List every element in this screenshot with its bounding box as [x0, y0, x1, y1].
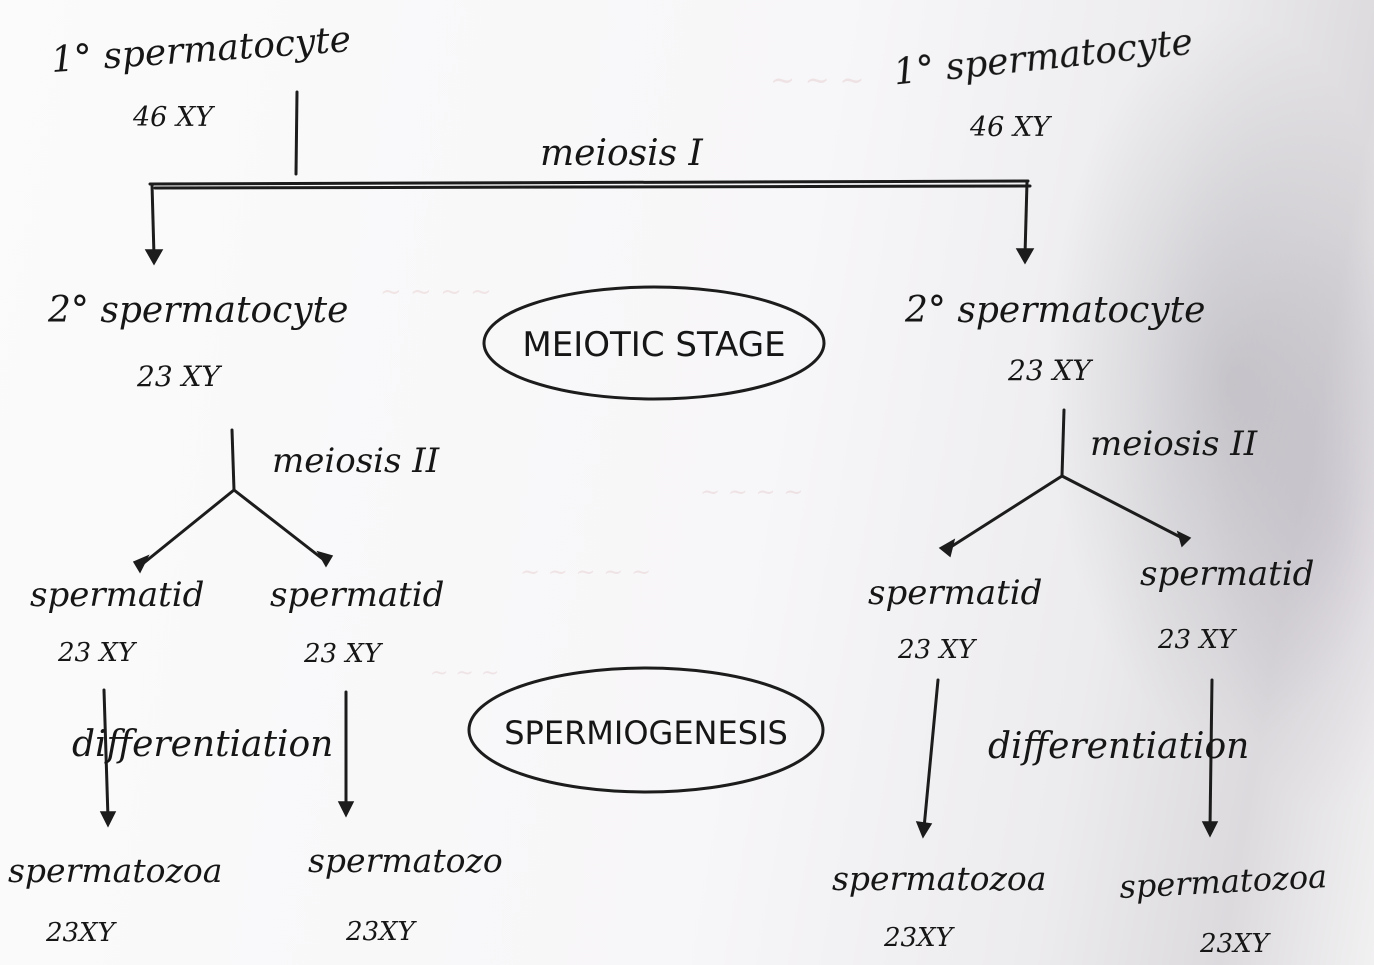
secondary-spermatocyte-right-title: 2° spermatocyte — [904, 290, 1205, 331]
spermatid-1-count: 23 XY — [57, 638, 138, 668]
spermatozoa-3-title: spermatozoa — [832, 859, 1046, 898]
svg-text:~ ~ ~: ~ ~ ~ — [770, 63, 864, 98]
branch-left-a — [138, 488, 236, 568]
meiosis-two-left-label: meiosis II — [272, 441, 440, 481]
spermatozoa-3-count: 23XY — [883, 923, 956, 953]
spermatid-1-title: spermatid — [30, 575, 204, 615]
spermiogenesis-oval — [467, 666, 825, 794]
spermatid-2-count: 23 XY — [303, 639, 384, 669]
spermatozoa-4-title: spermatozoa — [1118, 857, 1328, 906]
primary-spermatocyte-right-count: 46 XY — [969, 112, 1052, 143]
diff-stem-1 — [102, 688, 110, 820]
spermatozoa-2-title: spermatozo — [308, 841, 503, 880]
meiotic-stage-oval — [482, 285, 826, 401]
svg-text:~ ~ ~ ~ ~: ~ ~ ~ ~ ~ — [520, 558, 651, 586]
bleed-through-texture: ~ ~ ~ ~ ~ ~ ~ ~ ~ ~ ~ ~ ~ ~ ~ ~ ~ ~ ~ — [380, 63, 864, 686]
differentiation-left-label: differentiation — [72, 724, 333, 765]
primary-spermatocyte-left-title: 1° spermatocyte — [50, 19, 353, 81]
meiosis-two-right-label: meiosis II — [1090, 424, 1258, 464]
primary-spermatocyte-right-title: 1° spermatocyte — [892, 22, 1195, 94]
spermiogenesis-label: SPERMIOGENESIS — [504, 714, 788, 752]
arrowhead-down-icon — [337, 801, 355, 818]
arrowhead-down-icon — [99, 811, 117, 828]
diff-stem-4 — [1208, 678, 1214, 830]
meiotic-stage-callout: MEIOTIC STAGE — [482, 285, 826, 401]
meiosis-one-label: meiosis I — [540, 133, 704, 174]
arrowhead-down-icon — [144, 249, 164, 266]
primary-spermatocyte-left-count: 46 XY — [132, 102, 215, 133]
svg-text:~ ~ ~: ~ ~ ~ — [430, 661, 499, 686]
meiosis-two-left-connectors — [132, 428, 334, 574]
spermatid-2-title: spermatid — [270, 575, 444, 615]
arrowhead-icon — [132, 554, 150, 574]
secondary-spermatocyte-left-count: 23 XY — [136, 360, 222, 393]
meiosis-one-connectors — [144, 90, 1035, 266]
arrowhead-icon — [938, 538, 956, 558]
bar-inner-stroke — [153, 184, 1032, 190]
branch-right-b — [1060, 474, 1188, 542]
spermatozoa-2-count: 23XY — [345, 917, 418, 947]
meiosis-two-right-connectors — [938, 408, 1192, 558]
arrowhead-icon — [1176, 530, 1192, 548]
branch-right-a — [944, 474, 1064, 552]
arrowhead-down-icon — [1015, 248, 1035, 265]
spermiogenesis-callout: SPERMIOGENESIS — [467, 666, 825, 794]
horizontal-bar — [148, 179, 1030, 186]
arrowhead-icon — [316, 550, 334, 568]
spermatozoa-4-count: 23XY — [1199, 929, 1272, 959]
spermatozoa-1-count: 23XY — [45, 918, 118, 948]
spermatid-4-title: spermatid — [1140, 554, 1314, 594]
meiotic-stage-label: MEIOTIC STAGE — [522, 325, 785, 365]
stem-left-mid — [230, 428, 236, 492]
drop-left — [150, 182, 156, 258]
svg-text:~ ~ ~ ~: ~ ~ ~ ~ — [380, 277, 492, 307]
stem-right-mid — [1060, 408, 1066, 478]
spermatozoa-1-title: spermatozoa — [8, 851, 222, 890]
stem-left-top — [294, 90, 299, 176]
differentiation-right-label: differentiation — [988, 726, 1249, 767]
secondary-spermatocyte-right-count: 23 XY — [1007, 354, 1093, 387]
drop-right — [1023, 180, 1029, 257]
branch-left-b — [232, 488, 326, 562]
spermatid-3-count: 23 XY — [897, 635, 978, 665]
secondary-spermatocyte-left-title: 2° spermatocyte — [47, 290, 348, 331]
diff-stem-3 — [922, 678, 940, 830]
arrowhead-down-icon — [915, 821, 933, 839]
arrowhead-down-icon — [1201, 821, 1219, 838]
spermatid-4-count: 23 XY — [1157, 625, 1238, 655]
differentiation-connectors — [99, 678, 1219, 839]
spermatid-3-title: spermatid — [868, 573, 1042, 613]
svg-text:~ ~ ~ ~: ~ ~ ~ ~ — [700, 478, 803, 506]
